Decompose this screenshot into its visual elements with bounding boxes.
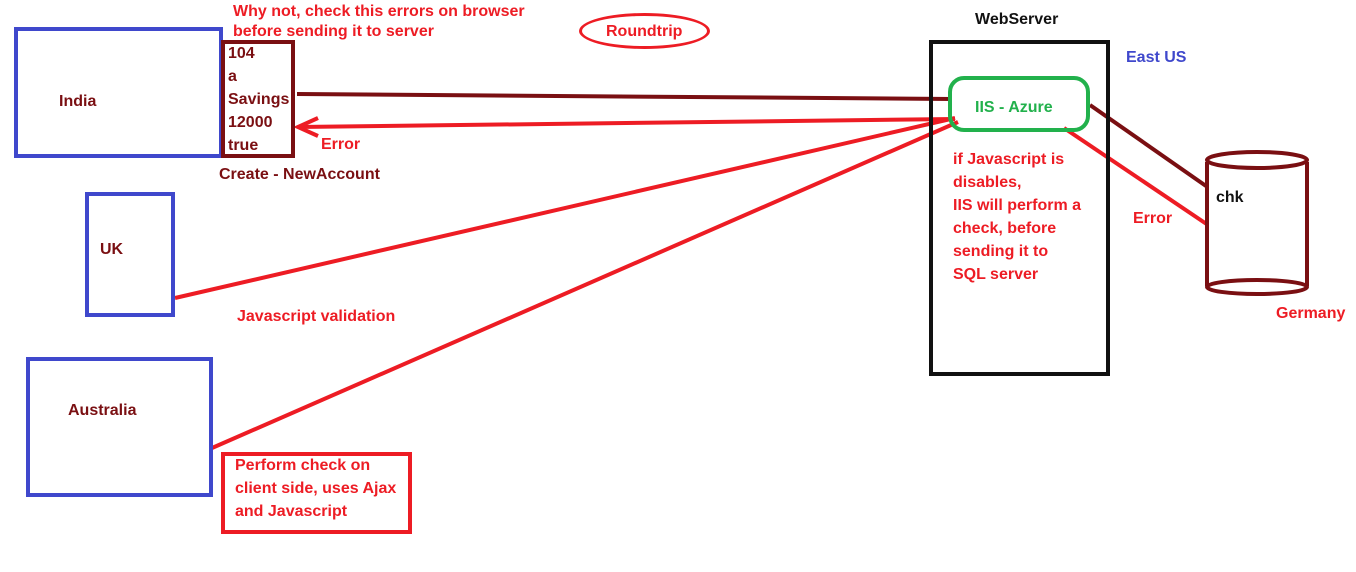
top-note: Why not, check this errors on browser be… <box>233 2 525 42</box>
form-values-list: 104 a Savings 12000 true <box>228 42 289 157</box>
iis-note-line: if Javascript is <box>953 151 1065 168</box>
east-us-label: East US <box>1126 49 1187 66</box>
india-to-iis-line <box>296 92 953 101</box>
client-note: Perform check on client side, uses Ajax … <box>235 454 396 523</box>
iis-note-line: IIS will perform a <box>953 197 1082 214</box>
germany-label: Germany <box>1276 305 1346 322</box>
form-value: 12000 <box>228 114 273 131</box>
client-side-check-box <box>221 452 412 534</box>
database-cylinder <box>1205 150 1309 296</box>
iis-note-line: sending it to <box>953 243 1049 260</box>
form-value: true <box>228 137 259 154</box>
account-form-box <box>221 40 295 158</box>
australia-region-box <box>26 357 213 497</box>
iis-azure-label: IIS - Azure <box>975 99 1053 116</box>
database-label: chk <box>1216 189 1244 206</box>
form-value: a <box>228 68 237 85</box>
client-note-line: client side, uses Ajax <box>235 480 397 497</box>
top-note-line: Why not, check this errors on browser <box>233 3 525 20</box>
uk-region-box <box>85 192 175 317</box>
form-value: Savings <box>228 91 290 108</box>
error-arrowhead <box>293 116 319 138</box>
iis-note: if Javascript is disables, IIS will perf… <box>953 148 1081 286</box>
iis-note-line: check, before <box>953 220 1057 237</box>
top-note-line: before sending it to server <box>233 23 434 40</box>
india-region-box <box>14 27 223 158</box>
error-label-left: Error <box>321 136 361 153</box>
client-note-line: Perform check on <box>235 457 371 474</box>
roundtrip-oval <box>579 13 710 49</box>
create-account-label: Create - NewAccount <box>219 166 380 183</box>
client-note-line: and Javascript <box>235 503 348 520</box>
iis-note-line: disables, <box>953 174 1022 191</box>
javascript-validation-label: Javascript validation <box>237 308 396 325</box>
webserver-label: WebServer <box>975 11 1059 28</box>
error-label-right: Error <box>1133 210 1173 227</box>
roundtrip-label: Roundtrip <box>606 23 683 40</box>
iis-azure-box <box>948 76 1090 132</box>
iis-note-line: SQL server <box>953 266 1039 283</box>
india-label: India <box>59 93 97 110</box>
iis-to-india-error-arrow <box>297 117 956 129</box>
uk-label: UK <box>100 241 124 258</box>
iis-to-db-error-line <box>1062 126 1210 227</box>
australia-to-iis-line <box>211 120 959 450</box>
australia-label: Australia <box>68 402 137 419</box>
uk-to-iis-line <box>174 116 956 300</box>
webserver-box <box>929 40 1110 376</box>
form-value: 104 <box>228 45 255 62</box>
